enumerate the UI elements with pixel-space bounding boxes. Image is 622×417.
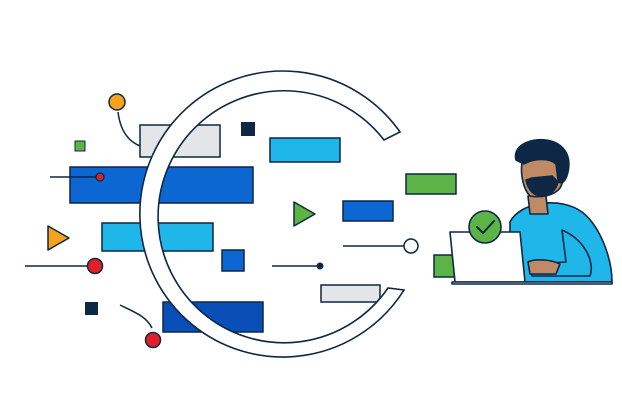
dot-red-mid — [86, 257, 104, 275]
person-hair — [514, 138, 570, 184]
dot-white-right — [403, 238, 419, 254]
laptop-base — [451, 281, 613, 285]
checkmark-badge — [468, 210, 502, 244]
dot-red-bottom — [144, 331, 162, 349]
large-ring — [139, 70, 406, 358]
play-icon — [47, 225, 70, 251]
workflow-bars — [69, 124, 459, 333]
square-navy-top — [241, 122, 255, 136]
dot-orange — [108, 93, 126, 111]
ring-band — [139, 70, 406, 358]
checkmark-icon — [476, 220, 495, 234]
bar-skyblue-top — [269, 137, 341, 163]
connectors — [25, 111, 406, 329]
check-badge — [468, 210, 502, 244]
bar-gray-bottom — [320, 284, 381, 303]
square-navy-bottom — [85, 302, 98, 315]
square-green-small — [74, 140, 86, 152]
person-beard — [525, 175, 559, 197]
dot-red-small — [95, 172, 105, 182]
connector-curve-orange — [117, 111, 141, 147]
play-icons — [47, 201, 316, 251]
bar-royal-square — [221, 249, 245, 272]
dot-navy-mid — [316, 262, 324, 270]
person-neck — [527, 195, 549, 215]
person-at-laptop — [449, 138, 613, 285]
bar-royal-small — [342, 200, 394, 222]
bar-green-right — [405, 173, 457, 195]
accent-squares — [74, 122, 255, 315]
connector-curve-red — [119, 304, 153, 329]
connector-dots — [86, 93, 419, 349]
person-hand — [527, 259, 561, 275]
play-icon — [293, 201, 316, 227]
